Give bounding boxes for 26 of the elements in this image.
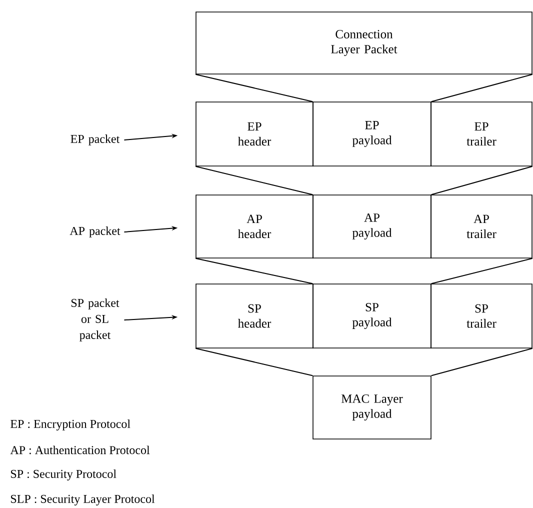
packet-field-box: EP header: [196, 102, 314, 166]
packet-field-box: MAC Layer payload: [312, 376, 432, 440]
packet-label: AP packet: [70, 226, 120, 238]
packet-field-box: SP trailer: [430, 284, 532, 348]
packet-field-box: AP payload: [312, 194, 432, 258]
expansion-line: [430, 258, 533, 284]
packet-field-box: SP payload: [312, 284, 432, 348]
expansion-line: [195, 166, 314, 196]
abbreviation-note: EP : Encryption Protocol: [10, 420, 130, 430]
packet-field-box: SP header: [196, 284, 314, 348]
packet-field-box: Connection Layer Packet: [196, 12, 532, 74]
packet-field-box: EP payload: [312, 102, 432, 166]
expansion-line: [195, 258, 314, 284]
packet-field-box: AP trailer: [430, 194, 532, 258]
packet-label: EP packet: [70, 134, 120, 146]
abbreviation-note: SP : Security Protocol: [11, 470, 116, 480]
expansion-line: [430, 166, 533, 196]
expansion-line: [195, 348, 314, 376]
expansion-line: [195, 74, 314, 102]
packet-field-box: EP trailer: [430, 102, 532, 166]
packet-label: SP packet or SL packet: [71, 298, 120, 342]
expansion-line: [430, 348, 533, 376]
abbreviation-note: SLP : Security Layer Protocol: [11, 494, 155, 506]
expansion-line: [430, 74, 533, 102]
packet-field-box: AP header: [196, 194, 314, 258]
abbreviation-note: AP : Authentication Protocol: [10, 446, 150, 454]
